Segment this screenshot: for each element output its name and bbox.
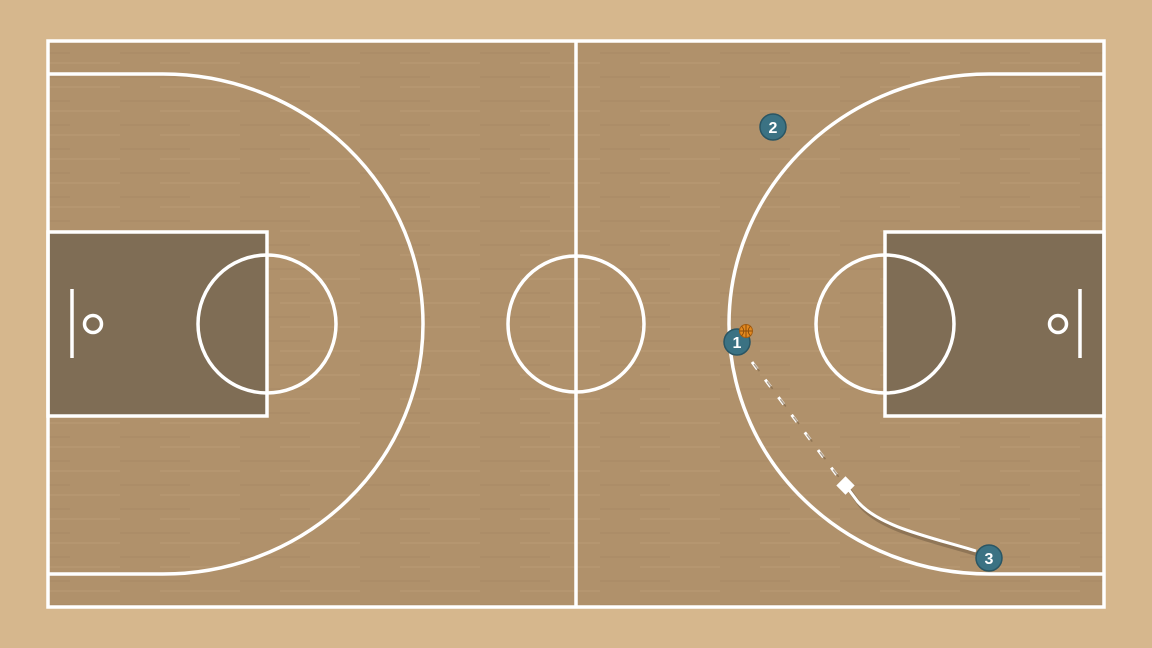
player-3[interactable]: 3 [975,544,1003,572]
basketball-icon [739,324,753,338]
left-free-throw-circle [196,253,338,395]
left-paint [48,232,267,416]
left-paint-lines [46,230,269,418]
right-three-point-line [727,72,1104,576]
left-three-point-line [48,72,425,576]
player-1-label: 1 [733,335,742,352]
player-2-label: 2 [769,120,778,137]
player-3-label: 3 [985,551,994,568]
right-hoop [1047,313,1069,335]
cut-path [844,485,977,553]
pass-line-shadow [753,363,845,485]
center-circle [506,254,646,394]
left-hoop [82,313,104,335]
right-free-throw-circle [814,253,956,395]
player-2[interactable]: 2 [759,113,787,141]
right-paint-lines [883,230,1106,418]
right-paint [885,232,1104,416]
screen-marker-icon [836,476,855,495]
